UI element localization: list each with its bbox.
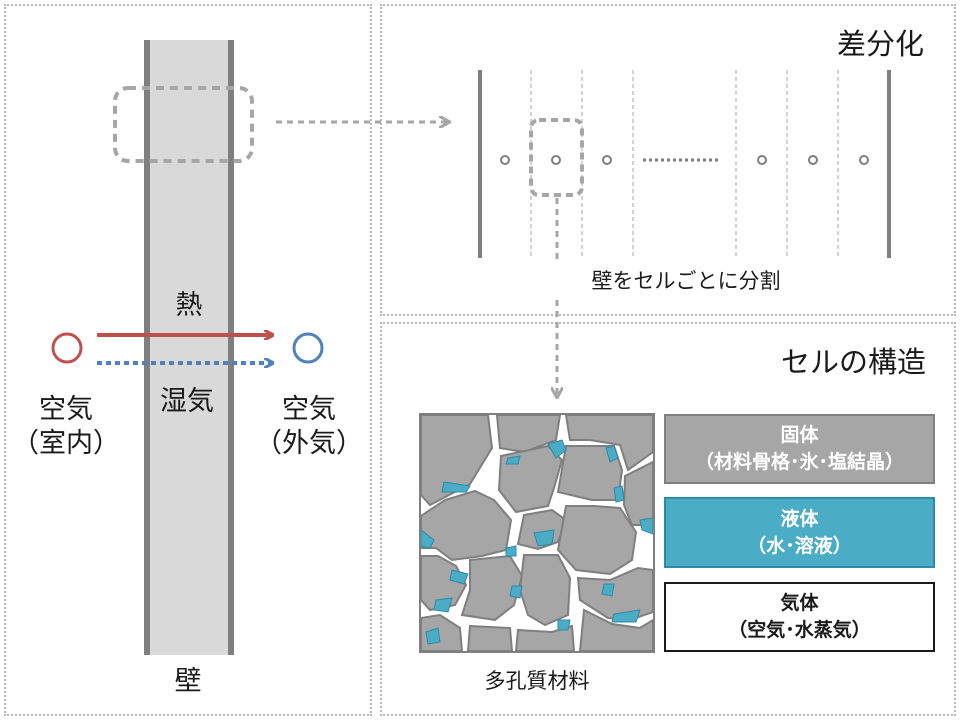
cell-selection-dashed-box	[529, 118, 584, 197]
indoor-circle-icon	[51, 332, 83, 364]
discretization-title: 差分化	[836, 27, 924, 61]
legend-gas-name: 気体	[780, 592, 819, 614]
porous-material-caption: 多孔質材料	[484, 669, 590, 693]
structure-panel	[380, 322, 956, 716]
legend-liquid: 液体 （水･溶液）	[664, 497, 935, 568]
discretization-panel	[380, 4, 956, 316]
structure-title: セルの構造	[780, 345, 926, 379]
legend-liquid-detail: （水･溶液）	[747, 534, 852, 557]
moisture-label: 湿気	[160, 386, 214, 417]
wall-panel	[4, 4, 372, 716]
heat-label: 熱	[175, 290, 203, 321]
legend-solid: 固体 （材料骨格･氷･塩結晶）	[664, 414, 935, 484]
wall-label: 壁	[174, 666, 202, 697]
legend-gas: 気体 （空気･水蒸気）	[664, 582, 935, 652]
indoor-air-label: 空気	[39, 394, 93, 425]
discretization-caption: 壁をセルごとに分割	[591, 269, 781, 293]
wall-selection-dashed-box	[113, 86, 254, 163]
indoor-air-sublabel: （室内）	[12, 428, 120, 459]
porous-material-image	[421, 415, 653, 651]
outdoor-circle-icon	[292, 332, 324, 364]
legend-liquid-name: 液体	[780, 507, 819, 530]
legend-solid-name: 固体	[780, 424, 819, 446]
outdoor-air-label: 空気	[282, 394, 336, 425]
legend-solid-detail: （材料骨格･氷･塩結晶）	[694, 451, 904, 473]
outdoor-air-sublabel: （外気）	[255, 428, 363, 459]
wall	[144, 40, 234, 655]
legend-gas-detail: （空気･水蒸気）	[728, 619, 871, 641]
discretized-wall	[478, 70, 891, 258]
